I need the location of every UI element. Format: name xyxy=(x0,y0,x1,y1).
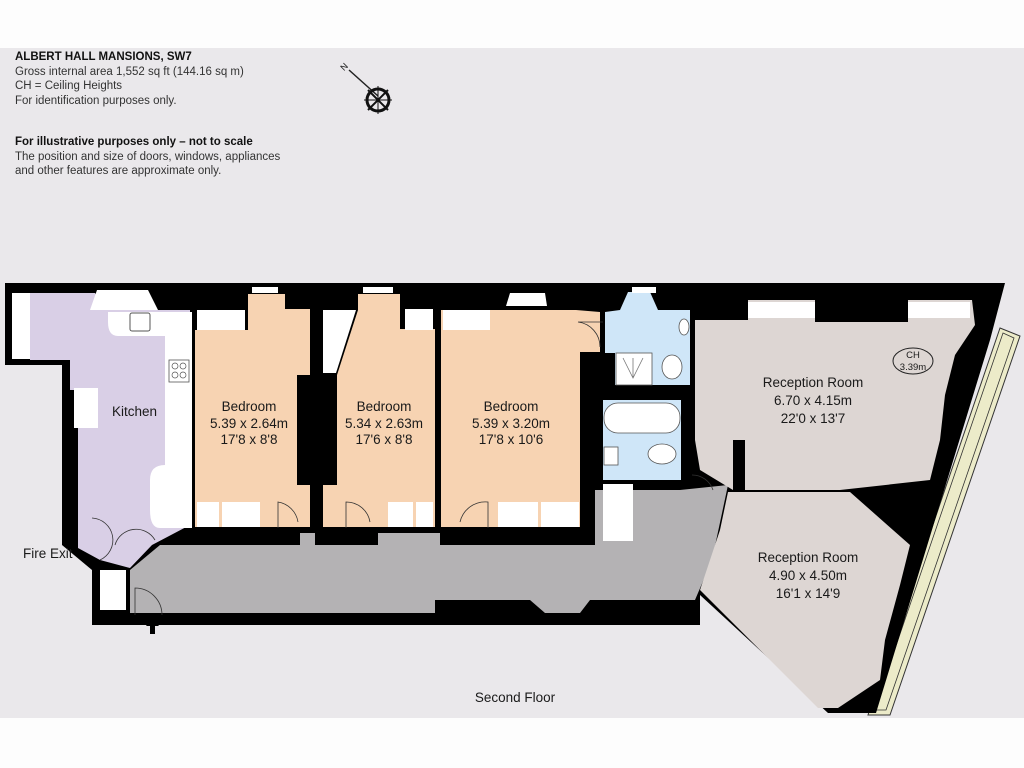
room-bedroom-2 xyxy=(323,294,435,527)
reception-1-imperial: 22'0 x 13'7 xyxy=(781,411,845,426)
compass-rose-icon: N xyxy=(338,61,392,114)
reception-2-name: Reception Room xyxy=(758,550,859,565)
bedroom-3-name: Bedroom xyxy=(484,399,539,414)
disclaimer-line-1: The position and size of doors, windows,… xyxy=(15,150,281,163)
bedroom-2-name: Bedroom xyxy=(357,399,412,414)
bedroom-1-imperial: 17'8 x 8'8 xyxy=(221,432,278,447)
disclaimer-line-2: and other features are approximate only. xyxy=(15,165,222,177)
entrance-arrow-icon xyxy=(146,618,159,634)
reception-1-metric: 6.70 x 4.15m xyxy=(774,393,852,408)
bedroom-1-metric: 5.39 x 2.64m xyxy=(210,416,288,431)
bedroom-2-metric: 5.34 x 2.63m xyxy=(345,416,423,431)
room-bedroom-3 xyxy=(441,310,600,527)
bedroom-3-metric: 5.39 x 3.20m xyxy=(472,416,550,431)
floor-label: Second Floor xyxy=(475,690,556,705)
property-title: ALBERT HALL MANSIONS, SW7 xyxy=(15,51,192,63)
fire-exit-label: Fire Exit xyxy=(23,546,73,561)
ch-value: 3.39m xyxy=(900,362,926,373)
room-reception-2 xyxy=(700,492,910,708)
reception-2-metric: 4.90 x 4.50m xyxy=(769,568,847,583)
property-info: ALBERT HALL MANSIONS, SW7 Gross internal… xyxy=(15,50,244,108)
reception-1-name: Reception Room xyxy=(763,375,864,390)
room-reception-1 xyxy=(695,300,975,490)
room-hallway xyxy=(130,485,728,613)
disclaimer-title: For illustrative purposes only – not to … xyxy=(15,136,253,148)
door-swings xyxy=(91,321,714,616)
ch-label: CH xyxy=(906,350,920,361)
bedroom-2-imperial: 17'6 x 8'8 xyxy=(356,432,413,447)
ch-legend: CH = Ceiling Heights xyxy=(15,80,123,92)
gross-area: Gross internal area 1,552 sq ft (144.16 … xyxy=(15,65,244,78)
compass-north-label: N xyxy=(338,61,350,73)
bedroom-3-imperial: 17'8 x 10'6 xyxy=(479,432,543,447)
identification-note: For identification purposes only. xyxy=(15,94,177,107)
ceiling-height-badge: CH 3.39m xyxy=(892,347,934,375)
kitchen-label: Kitchen xyxy=(112,404,157,419)
disclaimer: For illustrative purposes only – not to … xyxy=(15,135,280,179)
bedroom-1-name: Bedroom xyxy=(222,399,277,414)
room-bedroom-1 xyxy=(195,294,310,527)
reception-2-imperial: 16'1 x 14'9 xyxy=(776,586,840,601)
